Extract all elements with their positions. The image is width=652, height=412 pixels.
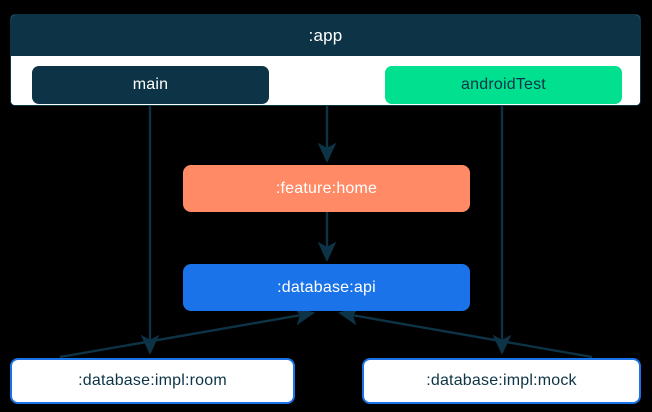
module-node-database-api[interactable]: :database:api bbox=[183, 264, 470, 311]
module-node-feature-home[interactable]: :feature:home bbox=[183, 165, 470, 212]
module-app-container[interactable]: :app main androidTest bbox=[10, 14, 641, 106]
source-set-main[interactable]: main bbox=[32, 66, 269, 104]
module-app-source-sets: main androidTest bbox=[11, 56, 640, 105]
module-node-database-impl-room[interactable]: :database:impl:room bbox=[10, 358, 295, 404]
module-node-database-impl-mock[interactable]: :database:impl:mock bbox=[362, 358, 641, 404]
edge-impl-room-to-database-api bbox=[59, 306, 315, 359]
edge-impl-mock-to-database-api bbox=[338, 306, 593, 359]
source-set-android-test[interactable]: androidTest bbox=[385, 66, 622, 104]
module-app-title: :app bbox=[11, 15, 640, 56]
